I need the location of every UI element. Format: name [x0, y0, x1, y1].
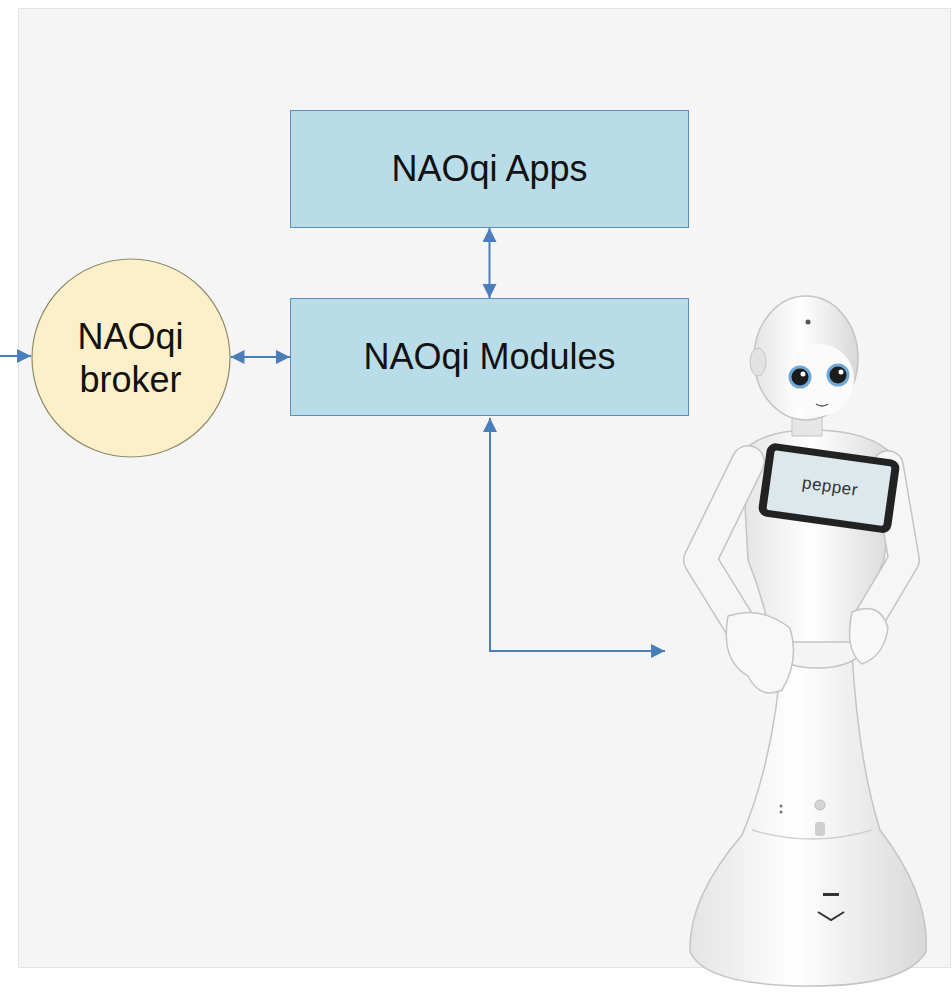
robot-knee-line [752, 830, 872, 839]
tablet-screen [766, 450, 891, 526]
robot-eye [828, 365, 848, 385]
robot-figure [690, 296, 926, 986]
arrow-connector [489, 228, 491, 298]
robot-sensor [815, 822, 825, 836]
robot-dot [780, 811, 783, 814]
robot-arm [700, 462, 748, 628]
robot-forehead-dot [806, 320, 811, 325]
node-label: NAOqi broker [56, 315, 206, 401]
robot-arm [700, 462, 748, 628]
robot-sensor [815, 800, 825, 810]
module-box: NAOqi Modules [290, 298, 689, 416]
circle-outline [31, 258, 231, 458]
arrow-connector [231, 356, 291, 358]
node-label: NAOqi Modules [363, 335, 615, 378]
robot-face [786, 344, 854, 416]
robot-link-wire [490, 418, 665, 651]
tablet-frame [757, 442, 900, 534]
input-wire [0, 355, 31, 357]
tablet-text: pepper [787, 471, 873, 502]
robot-hand [850, 608, 888, 664]
robot-tablet [757, 442, 900, 534]
robot-head [754, 296, 858, 420]
robot-eye-glint [801, 372, 806, 377]
robot-vent [823, 893, 839, 896]
node-label: NAOqi Apps [391, 147, 587, 190]
robot-vent [818, 912, 844, 920]
robot-hand [726, 612, 793, 693]
app-box: NAOqi Apps [290, 110, 689, 228]
robot-base [690, 652, 926, 986]
robot-mouth [816, 404, 828, 406]
broker-circle: NAOqi broker [31, 258, 231, 458]
robot-dot [780, 805, 783, 808]
robot-eye [790, 367, 810, 387]
circle-shape [32, 259, 230, 457]
robot-ear [750, 348, 766, 376]
robot-eye-glint [839, 370, 844, 375]
